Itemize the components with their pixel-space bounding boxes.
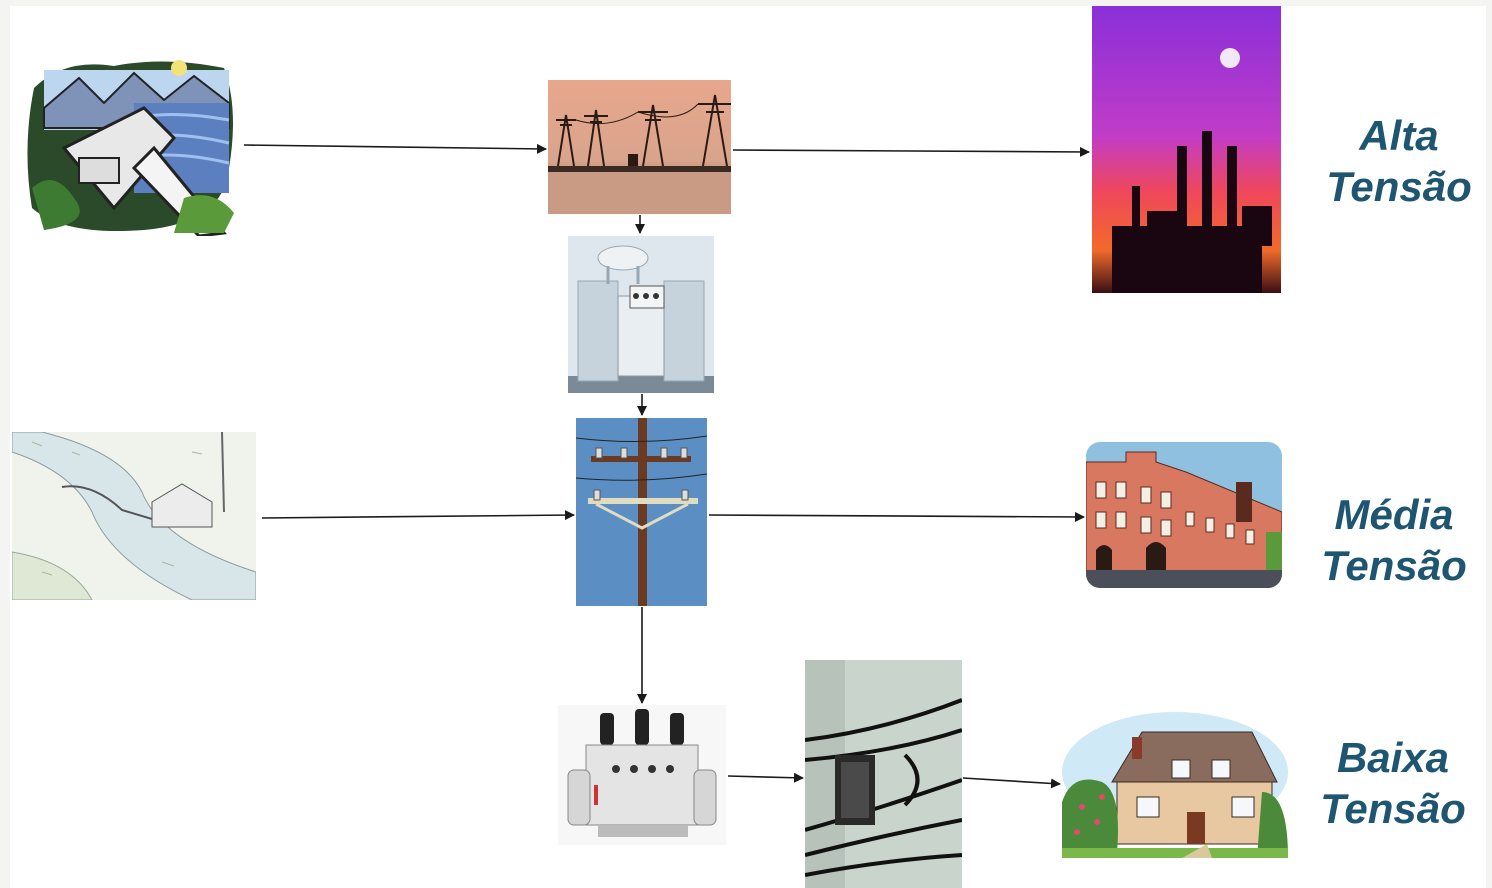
label-high-voltage: Alta Tensão <box>1299 110 1492 212</box>
label-low-voltage: Baixa Tensão <box>1293 732 1492 834</box>
label-low-line1: Baixa <box>1336 734 1450 781</box>
hydroelectric-dam-icon <box>24 48 242 236</box>
label-low-line2: Tensão <box>1320 785 1466 832</box>
commercial-building-icon <box>1086 442 1282 588</box>
label-high-line2: Tensão <box>1326 163 1472 210</box>
label-medium-line1: Média <box>1334 491 1454 538</box>
label-medium-line2: Tensão <box>1321 542 1467 589</box>
service-wires-icon <box>805 660 962 888</box>
house-icon <box>1062 712 1288 858</box>
industrial-plant-icon <box>1092 6 1281 293</box>
power-transformer-icon <box>568 236 714 393</box>
transmission-tower-icon <box>548 80 731 214</box>
small-hydro-sketch-icon <box>12 432 256 600</box>
distribution-transformer-icon <box>558 705 726 845</box>
utility-pole-icon <box>576 418 707 606</box>
label-medium-voltage: Média Tensão <box>1294 489 1492 591</box>
label-high-line1: Alta <box>1359 112 1439 159</box>
